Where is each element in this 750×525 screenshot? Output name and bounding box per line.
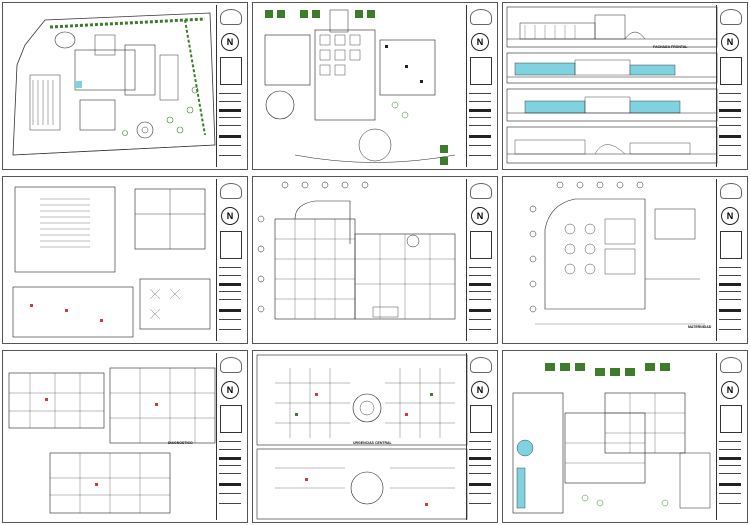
title-block: N bbox=[466, 179, 495, 341]
auditorium-drawing bbox=[12, 186, 211, 338]
key-plan bbox=[470, 231, 492, 259]
key-plan bbox=[470, 405, 492, 433]
sheet-elevations: FACHADA FRONTAL N bbox=[502, 2, 748, 170]
sheet-general-plan: N bbox=[502, 350, 748, 523]
institution-logo-icon bbox=[220, 9, 242, 25]
key-plan bbox=[470, 57, 492, 85]
title-block: N bbox=[716, 353, 745, 520]
key-plan bbox=[720, 231, 742, 259]
institution-logo-icon bbox=[720, 9, 742, 25]
institution-logo-icon bbox=[470, 357, 492, 373]
key-plan bbox=[720, 405, 742, 433]
master-plan-drawing bbox=[264, 9, 456, 165]
sheet-maternity-plan: MATERNIDAD N bbox=[502, 176, 748, 344]
north-arrow-icon: N bbox=[471, 207, 489, 225]
title-block: N bbox=[716, 179, 745, 341]
diagnostic-drawing bbox=[8, 367, 216, 514]
elevations-drawing bbox=[506, 6, 718, 164]
site-plan-drawing bbox=[12, 12, 216, 156]
maternity-plan-drawing bbox=[529, 181, 705, 325]
north-arrow-icon: N bbox=[221, 33, 239, 51]
north-arrow-icon: N bbox=[721, 33, 739, 51]
drawing-title: DIAGNOSTICO bbox=[168, 441, 193, 445]
sheet-emergency-plan: URGENCIAS CENTRAL N bbox=[252, 350, 498, 523]
sheet-master-plan: N bbox=[252, 2, 498, 170]
sheet-site-plan: N bbox=[2, 2, 248, 170]
institution-logo-icon bbox=[720, 357, 742, 373]
title-block: N bbox=[466, 353, 495, 520]
north-arrow-icon: N bbox=[721, 381, 739, 399]
title-block: N bbox=[216, 179, 245, 341]
sheet-auditorium-details: N bbox=[2, 176, 248, 344]
general-plan-drawing bbox=[512, 363, 711, 514]
key-plan bbox=[720, 57, 742, 85]
institution-logo-icon bbox=[470, 9, 492, 25]
institution-logo-icon bbox=[220, 357, 242, 373]
north-arrow-icon: N bbox=[221, 207, 239, 225]
emergency-plan-drawing bbox=[256, 354, 468, 520]
institution-logo-icon bbox=[220, 183, 242, 199]
drawing-title: URGENCIAS CENTRAL bbox=[353, 441, 392, 445]
floor-plan-drawing bbox=[257, 181, 456, 320]
north-arrow-icon: N bbox=[471, 381, 489, 399]
north-arrow-icon: N bbox=[471, 33, 489, 51]
sheet-diagnostic-plans: DIAGNOSTICO N bbox=[2, 350, 248, 523]
key-plan bbox=[220, 405, 242, 433]
title-block: N bbox=[716, 5, 745, 167]
title-block: N bbox=[216, 5, 245, 167]
sheet-floor-plan: N bbox=[252, 176, 498, 344]
title-block: N bbox=[466, 5, 495, 167]
key-plan bbox=[220, 231, 242, 259]
north-arrow-icon: N bbox=[721, 207, 739, 225]
institution-logo-icon bbox=[720, 183, 742, 199]
institution-logo-icon bbox=[470, 183, 492, 199]
north-arrow-icon: N bbox=[221, 381, 239, 399]
key-plan bbox=[220, 57, 242, 85]
title-block: N bbox=[216, 353, 245, 520]
drawing-title: FACHADA FRONTAL bbox=[653, 45, 688, 49]
drawing-title: MATERNIDAD bbox=[688, 325, 712, 329]
